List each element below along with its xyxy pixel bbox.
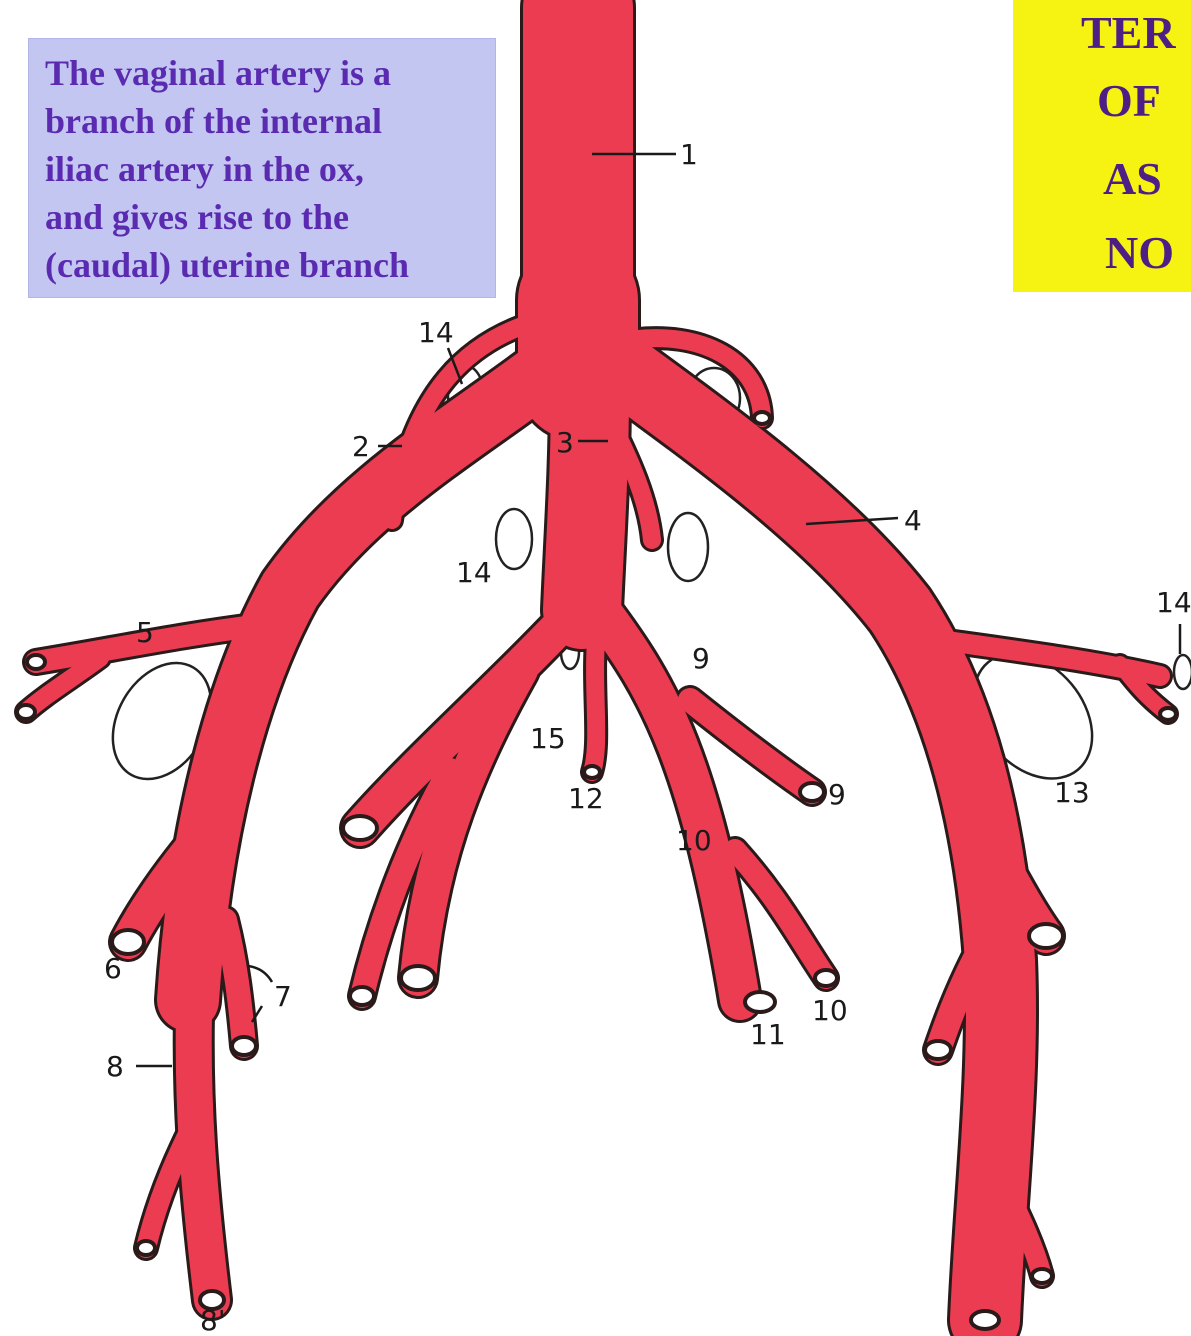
label-10-lower: 10 [812, 994, 848, 1027]
label-2: 2 [352, 430, 370, 463]
callout-line-5: (caudal) uterine branch [45, 241, 479, 289]
lymph-node-center-right [668, 513, 708, 581]
label-6: 6 [104, 952, 122, 985]
callout-line-4: and gives rise to the [45, 193, 479, 241]
label-8: 8 [106, 1050, 124, 1083]
opening-10 [815, 970, 837, 986]
label-12: 12 [568, 782, 604, 815]
label-14-upper: 14 [418, 316, 454, 349]
center-artery [582, 390, 590, 610]
opening-right-lower [1029, 924, 1063, 948]
label-8-prime: 8' [200, 1304, 226, 1336]
label-5: 5 [136, 616, 154, 649]
title-line-3: AS [1103, 154, 1162, 204]
info-callout: The vaginal artery is a branch of the in… [28, 38, 496, 298]
label-14-far-right: 14 [1156, 586, 1191, 619]
opening-right-bottom-fork [1032, 1269, 1052, 1283]
opening-center-left [343, 816, 377, 840]
label-9-lower: 9 [828, 778, 846, 811]
artery-12 [592, 620, 598, 772]
opening-7 [232, 1037, 256, 1055]
opening-6 [112, 930, 144, 954]
opening-5b [27, 655, 45, 669]
callout-line-3: iliac artery in the ox, [45, 145, 479, 193]
opening-5 [17, 705, 35, 719]
label-9-upper: 9 [692, 642, 710, 675]
opening-8-side [137, 1241, 155, 1255]
opening-13-side [1160, 708, 1176, 720]
opening-center-left-3 [350, 987, 374, 1005]
callout-line-2: branch of the internal [45, 97, 479, 145]
lymph-node-14-middle [496, 509, 532, 569]
right-main-artery-4 [610, 360, 1001, 1320]
opening-11 [745, 992, 775, 1012]
opening-right-bottom [971, 1311, 999, 1329]
title-line-2: OF [1097, 76, 1161, 126]
label-14-middle: 14 [456, 556, 492, 589]
opening-12 [584, 766, 600, 778]
lymph-node-14-far-right [1174, 655, 1191, 689]
callout-line-1: The vaginal artery is a [45, 49, 479, 97]
opening-upper-loop [754, 412, 770, 424]
title-line-1: TER [1081, 8, 1176, 58]
label-4: 4 [904, 504, 922, 537]
label-15: 15 [530, 722, 566, 755]
opening-9 [800, 783, 824, 801]
label-3: 3 [556, 426, 574, 459]
opening-right-lower-left [925, 1041, 951, 1059]
label-10-upper: 10 [676, 824, 712, 857]
artery-8 [194, 980, 212, 1300]
label-7: 7 [274, 980, 292, 1013]
slide-title-box: TER OF AS NO [1013, 0, 1191, 292]
title-line-4: NO [1105, 228, 1174, 278]
label-1: 1 [680, 138, 698, 171]
label-13: 13 [1054, 776, 1090, 809]
opening-center-left-2 [401, 966, 435, 990]
label-11: 11 [750, 1018, 786, 1051]
